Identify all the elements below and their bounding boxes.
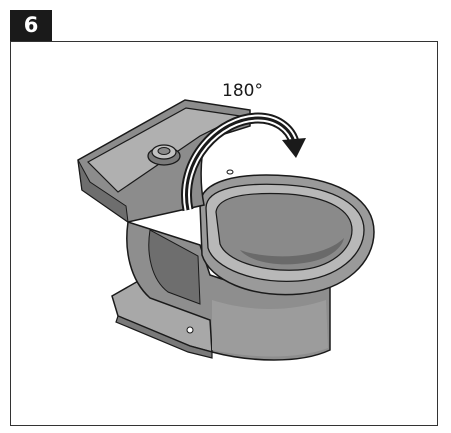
toilet-bowl: [199, 174, 375, 296]
step-number-badge: 6: [10, 10, 52, 41]
flush-valve-inlet: [147, 144, 181, 166]
step-number: 6: [23, 13, 39, 37]
rotation-angle-label: 180°: [222, 81, 263, 101]
rotate-arrow-icon: [181, 112, 306, 212]
